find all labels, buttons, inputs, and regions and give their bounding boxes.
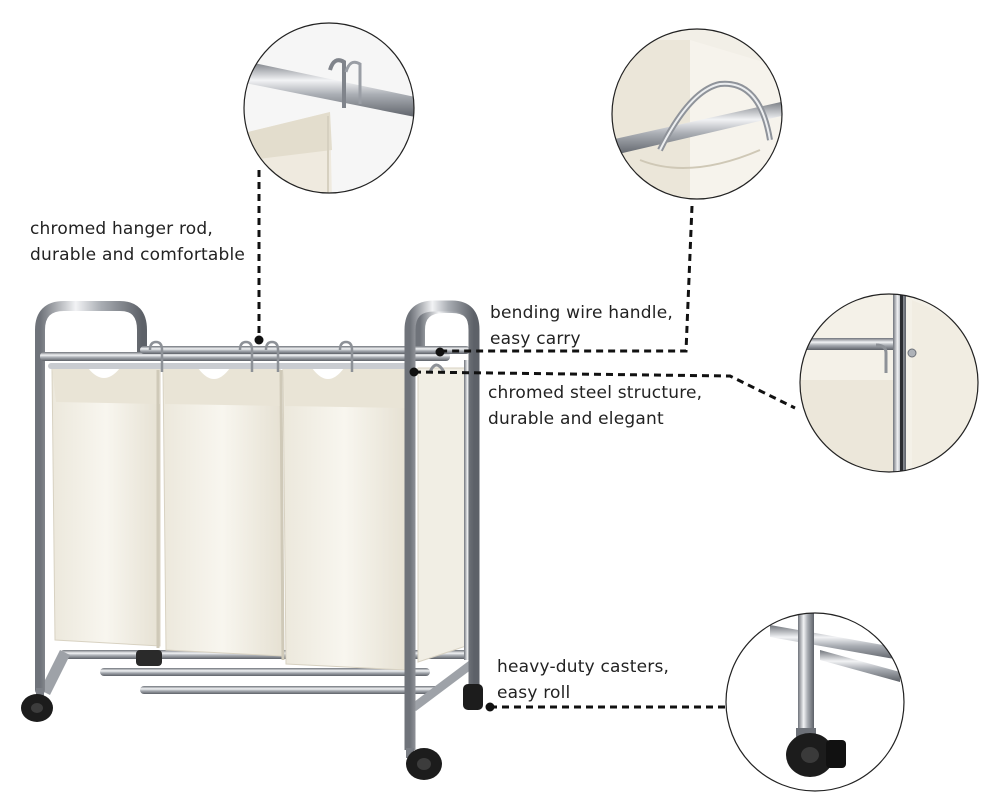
front-frame — [404, 300, 480, 750]
callout-line: heavy-duty casters, — [497, 657, 670, 677]
callout-line: easy roll — [497, 683, 571, 703]
bag-right — [282, 367, 407, 671]
leader-dots — [254, 335, 495, 712]
leader-lines — [257, 170, 796, 709]
zoom-casters — [725, 612, 905, 792]
callout-line: chromed hanger rod, — [30, 219, 213, 239]
bag-side-panel — [417, 367, 467, 663]
callout-line: durable and elegant — [488, 409, 664, 429]
callout-line: chromed steel structure, — [488, 383, 703, 403]
laundry-sorter-cart — [21, 300, 483, 780]
leader-wire-handle — [442, 205, 694, 353]
leader-steel-structure — [413, 370, 796, 410]
callout-line: bending wire handle, — [490, 303, 673, 323]
zoom-wire-handle — [611, 28, 783, 200]
callout-line: durable and comfortable — [30, 245, 246, 265]
callout-steel-structure: chromed steel structure, durable and ele… — [488, 380, 702, 432]
zoom-hanger-rod — [243, 22, 415, 194]
callout-wire-handle: bending wire handle, easy carry — [490, 300, 673, 352]
callout-line: easy carry — [490, 329, 581, 349]
caster-wheels — [21, 650, 483, 780]
fabric-bags — [51, 367, 467, 671]
hanger-rods — [40, 340, 470, 373]
callout-hanger-rod: chromed hanger rod, durable and comforta… — [30, 216, 245, 268]
bag-middle — [162, 367, 283, 657]
callout-casters: heavy-duty casters, easy roll — [497, 654, 669, 706]
bag-left — [51, 367, 161, 647]
zoom-steel-structure — [799, 293, 979, 473]
